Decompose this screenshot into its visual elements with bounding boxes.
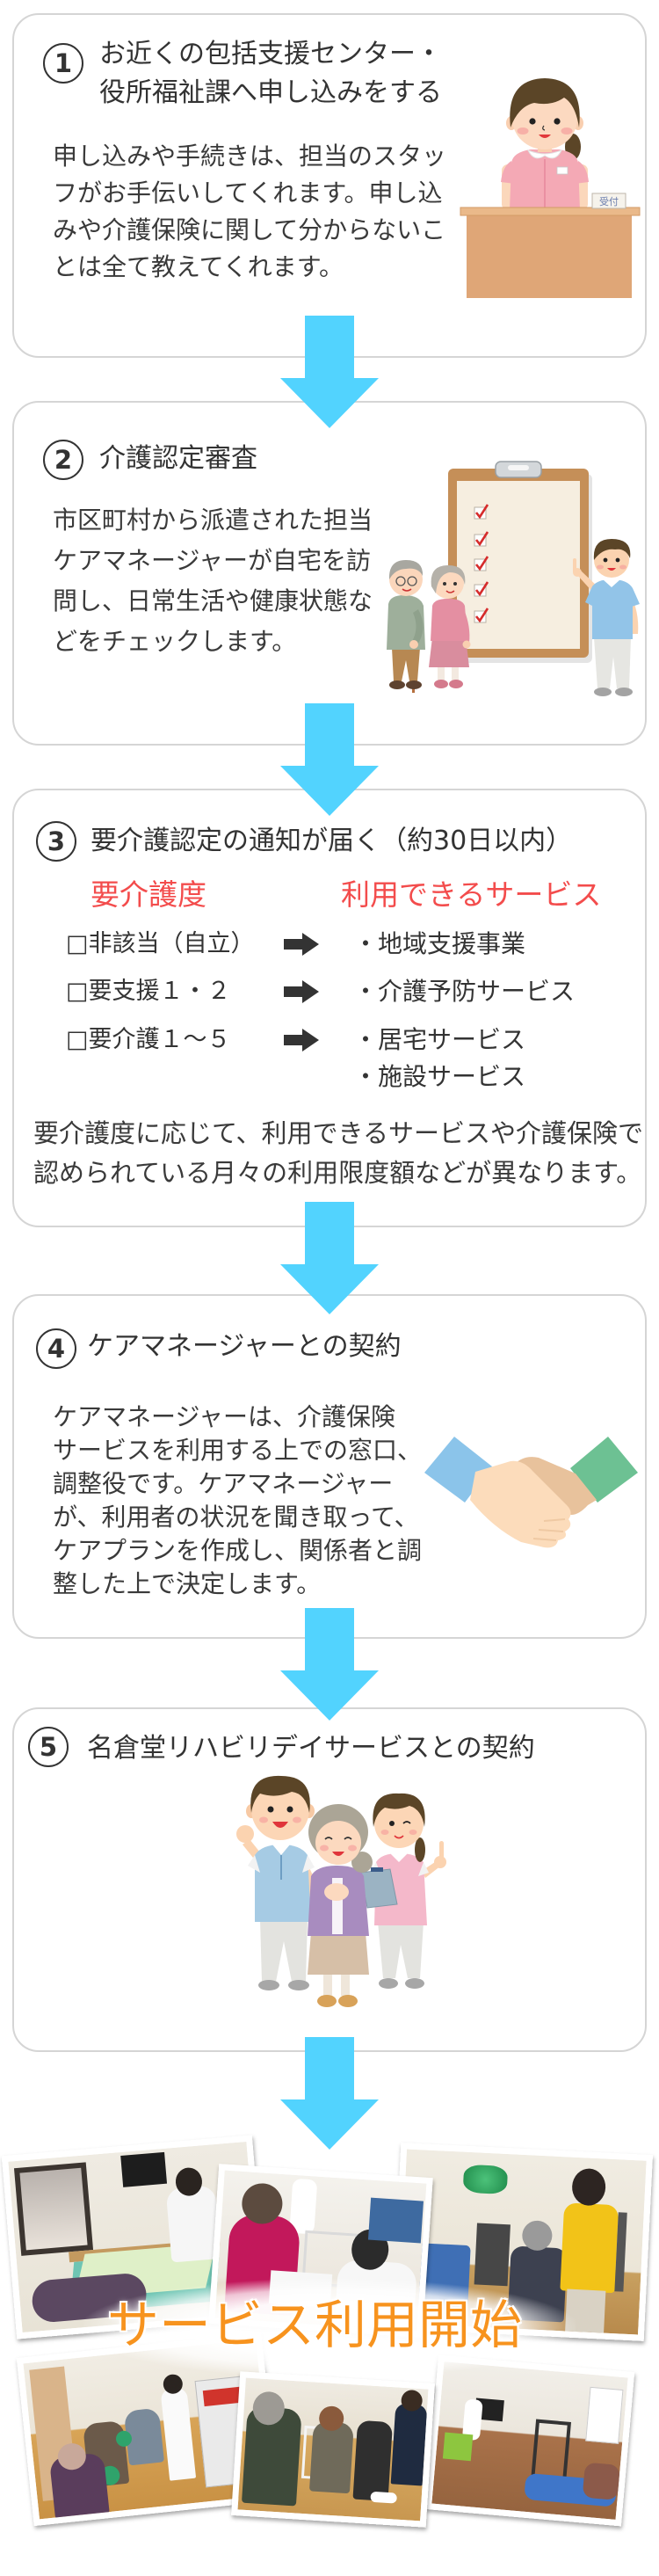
step-number-badge: 5 <box>28 1727 69 1767</box>
care-level-label: □要支援１・２ <box>66 978 231 1005</box>
staff-and-elderly-group-illustration <box>236 1775 446 2007</box>
step-title: 介護認定審査 <box>99 441 257 477</box>
service-item: ・施設サービス <box>353 1062 526 1091</box>
right-arrow-icon <box>284 980 319 1003</box>
handshake-icon <box>424 1437 638 1548</box>
care-level-row: □要支援１・２ ・介護予防サービス <box>14 973 629 1010</box>
step-title-line: 役所福祉課へ申し込みをする <box>99 77 442 108</box>
description-line: ケアマネージャーが自宅を訪 <box>53 546 372 575</box>
step-title: ケアマネージャーとの契約 <box>87 1329 402 1364</box>
available-services-header: 利用できるサービス <box>341 877 602 912</box>
label-highlight-glow <box>83 2279 576 2377</box>
right-arrow-icon <box>284 1029 319 1052</box>
description-line: ケアマネージャーは、介護保険 <box>53 1402 396 1431</box>
description-line: どをチェックします。 <box>53 627 297 656</box>
chair-exercise-photo <box>231 2371 435 2528</box>
description-line: 要介護度に応じて、利用できるサービスや介護保険で <box>33 1118 643 1148</box>
care-level-row: □非該当（自立） ・地域支援事業 <box>14 926 629 963</box>
description-line: 調整役です。ケアマネージャー <box>53 1469 394 1498</box>
step-1-card: 1 お近くの包括支援センター・ 役所福祉課へ申し込みをする 申し込みや手続きは、… <box>12 13 647 358</box>
down-arrow-icon <box>280 2037 379 2150</box>
rehab-room-photo <box>424 2354 635 2527</box>
step-title: 名倉堂リハビリデイサービスとの契約 <box>87 1731 535 1766</box>
step-title: お近くの包括支援センター・ 役所福祉課へ申し込みをする <box>99 35 442 113</box>
description-line: フがお手伝いしてくれます。申し込 <box>53 178 443 207</box>
down-arrow-icon <box>280 1202 379 1314</box>
step-description: 要介護度に応じて、利用できるサービスや介護保険で 認められている月々の利用限度額… <box>33 1114 643 1193</box>
step-number-badge: 3 <box>36 821 76 862</box>
receptionist-illustration: 受付 <box>460 78 641 298</box>
step-2-card: 2 介護認定審査 市区町村から派遣された担当 ケアマネージャーが自宅を訪 問し、… <box>12 401 647 746</box>
step-3-card: 3 要介護認定の通知が届く（約30日以内） 要介護度 利用できるサービス □非該… <box>12 789 647 1227</box>
step-5-card: 5 名倉堂リハビリデイサービスとの契約 <box>12 1707 647 2052</box>
service-list: ・介護予防サービス <box>353 973 575 1010</box>
step-title-line: ケアマネージャーとの契約 <box>87 1331 402 1362</box>
right-arrow-icon <box>284 933 319 956</box>
step-number-badge: 2 <box>43 440 83 480</box>
checklist-assessment-illustration <box>387 461 640 696</box>
step-description: 市区町村から派遣された担当 ケアマネージャーが自宅を訪 問し、日常生活や健康状態… <box>53 500 373 662</box>
down-arrow-icon <box>280 316 379 428</box>
care-level-row: □要介護１～５ ・居宅サービス ・施設サービス <box>14 1022 629 1091</box>
care-level-label: □非該当（自立） <box>66 930 255 957</box>
reception-sign-text: 受付 <box>599 196 619 207</box>
description-line: 整した上で決定します。 <box>53 1569 322 1598</box>
description-line: 申し込みや手続きは、担当のスタッ <box>53 142 447 171</box>
description-line: ケアプランを作成し、関係者と調 <box>53 1536 423 1565</box>
description-line: 問し、日常生活や健康状態な <box>53 586 373 615</box>
service-item: ・地域支援事業 <box>353 929 526 958</box>
service-start-label: サービス利用開始 <box>107 2295 523 2355</box>
step-title: 要介護認定の通知が届く（約30日以内） <box>91 824 572 859</box>
description-line: サービスを利用する上での窓口、 <box>53 1436 423 1465</box>
step-4-card: 4 ケアマネージャーとの契約 ケアマネージャーは、介護保険 サービスを利用する上… <box>12 1294 647 1639</box>
down-arrow-icon <box>280 703 379 816</box>
step-title-line: 名倉堂リハビリデイサービスとの契約 <box>87 1733 535 1764</box>
step-number-badge: 4 <box>36 1328 76 1369</box>
step-title-line: 要介護認定の通知が届く（約30日以内） <box>91 826 573 856</box>
description-line: 認められている月々の利用限度額などが異なります。 <box>33 1158 642 1188</box>
down-arrow-icon <box>280 1608 379 1721</box>
step-number-badge: 1 <box>43 43 83 84</box>
service-item: ・居宅サービス <box>353 1025 526 1054</box>
care-level-label: □要介護１～５ <box>66 1026 231 1053</box>
service-list: ・地域支援事業 <box>353 926 525 963</box>
step-title-line: 介護認定審査 <box>99 443 257 474</box>
description-line: みや介護保険に関して分からないこ <box>53 215 446 244</box>
step-description: 申し込みや手続きは、担当のスタッ フがお手伝いしてくれます。申し込 みや介護保険… <box>53 138 446 286</box>
description-line: とは全て教えてくれます。 <box>53 252 344 281</box>
care-level-header: 要介護度 <box>91 877 206 912</box>
service-list: ・居宅サービス ・施設サービス <box>353 1022 525 1095</box>
step-title-line: お近くの包括支援センター・ <box>99 39 442 69</box>
service-item: ・介護予防サービス <box>353 977 576 1006</box>
description-line: 市区町村から派遣された担当 <box>53 506 373 535</box>
step-description: ケアマネージャーは、介護保険 サービスを利用する上での窓口、 調整役です。ケアマ… <box>53 1401 422 1601</box>
description-line: が、利用者の状況を聞き取って、 <box>53 1503 419 1532</box>
checkbox-checked-icon <box>474 504 489 623</box>
